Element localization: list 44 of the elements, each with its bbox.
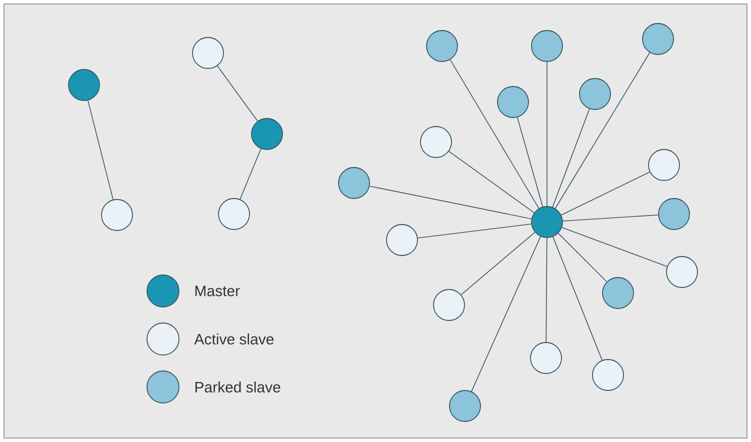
active-slave-circle: [433, 289, 465, 321]
parked-slave-circle: [642, 23, 674, 55]
connector-line: [552, 108, 590, 208]
connector-line: [217, 66, 258, 122]
master-circle: [251, 118, 283, 150]
parked-slave-circle: [338, 167, 370, 199]
active-slave-circle: [420, 126, 452, 158]
connector-line: [546, 238, 548, 342]
connector-line: [546, 62, 548, 206]
connector-line: [460, 232, 536, 296]
connector-line: [88, 100, 114, 200]
connector-line: [448, 150, 534, 214]
connector-line: [560, 172, 650, 216]
active-slave-circle: [592, 359, 624, 391]
parked-slave-circle: [426, 30, 458, 62]
active-slave-circle: [192, 37, 224, 69]
connector-line: [562, 227, 668, 267]
active-slave-circle: [386, 224, 418, 256]
connector-line: [516, 116, 544, 208]
active-slave-circle: [218, 198, 250, 230]
connector-line: [240, 148, 262, 200]
connector-line: [471, 236, 541, 392]
legend-label: Active slave: [194, 334, 274, 344]
parked-slave-circle: [497, 86, 529, 118]
parked-slave-circle: [658, 198, 690, 230]
parked-slave-circle: [531, 30, 563, 62]
active-slave-circle: [666, 256, 698, 288]
legend-label: Parked slave: [195, 382, 280, 392]
active-slave-circle: [101, 199, 133, 231]
active-slave-circle: [648, 149, 680, 181]
connector-line: [450, 59, 540, 209]
connector-line: [417, 224, 532, 238]
parked-slave-circle: [579, 78, 611, 110]
master-circle: [531, 206, 563, 238]
active-slave-circle: [530, 342, 562, 374]
connector-line: [369, 186, 532, 220]
connector-line: [554, 52, 650, 209]
legend-label: Master: [195, 286, 240, 296]
connector-line: [558, 232, 608, 282]
master-circle: [68, 69, 100, 101]
connector-line: [552, 236, 602, 361]
parked-slave-circle: [602, 277, 634, 309]
parked-slave-circle: [449, 390, 481, 422]
connector-line: [562, 214, 658, 222]
